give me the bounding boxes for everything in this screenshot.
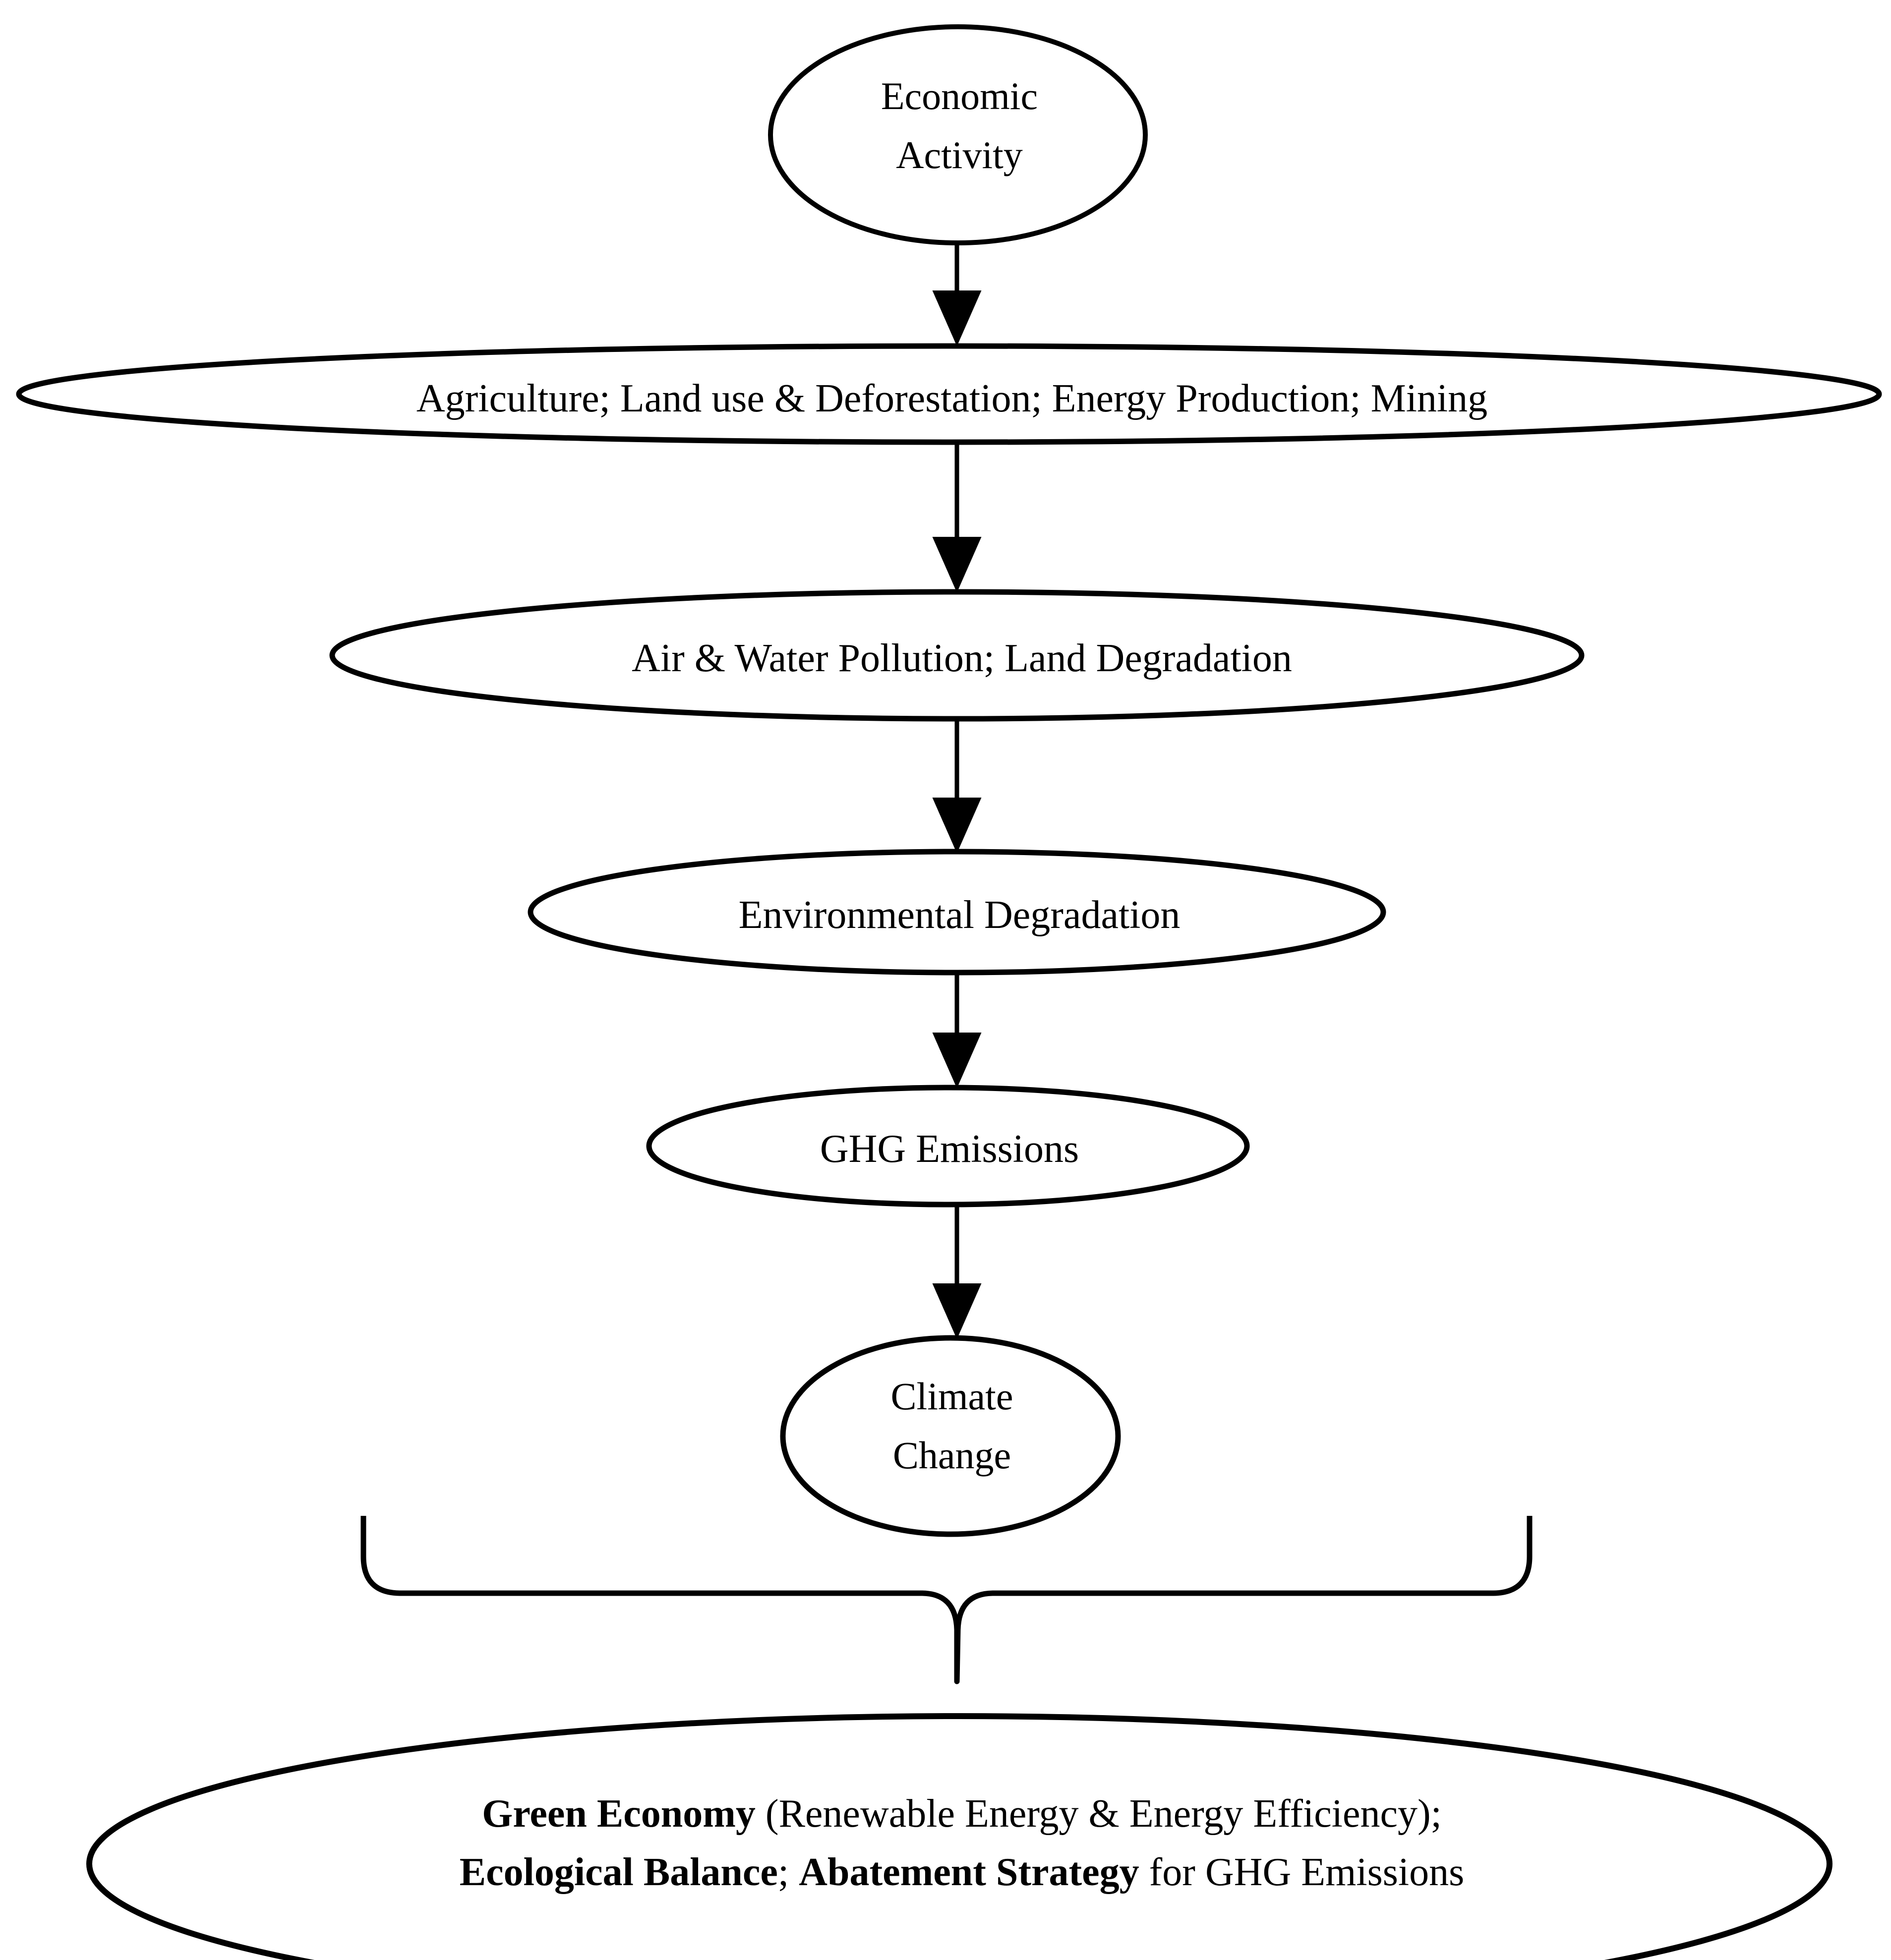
node-pollution-shape [329, 589, 1585, 722]
node-ghg-emissions-shape [646, 1085, 1250, 1208]
node-economic-activity-shape [768, 24, 1148, 245]
grouping-brace [360, 1516, 1533, 1684]
node-climate-change-shape [780, 1335, 1121, 1537]
node-response-shape [86, 1713, 1832, 1960]
node-sectors-shape [16, 343, 1882, 445]
node-environmental-degradation-shape [528, 849, 1386, 976]
